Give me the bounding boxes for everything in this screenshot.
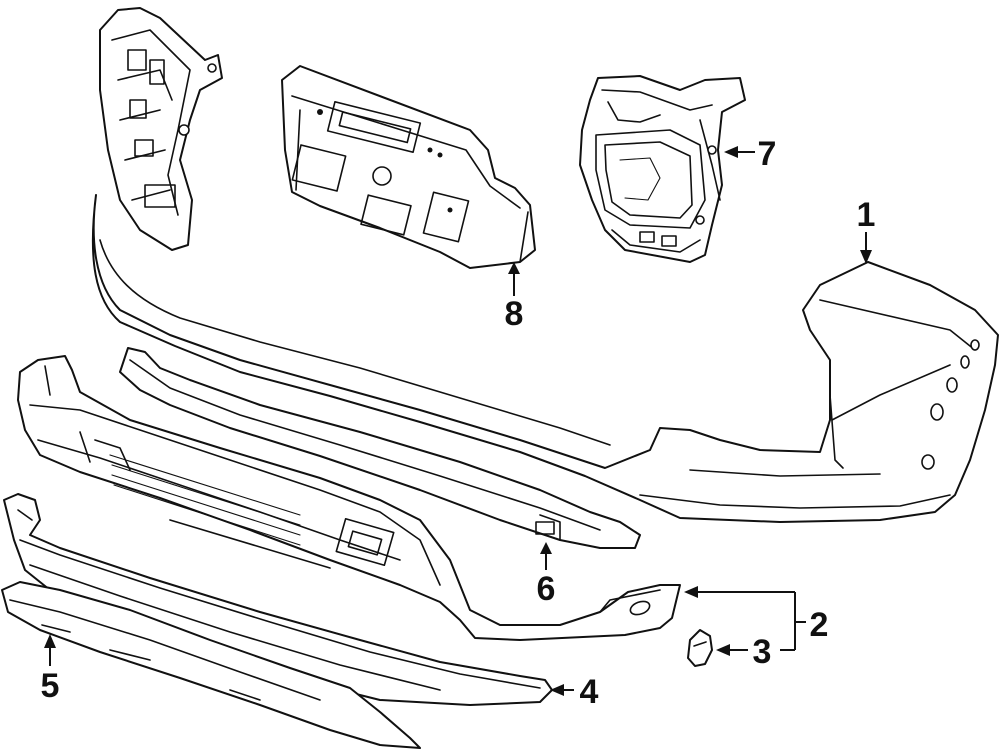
callout-2: 2 bbox=[810, 606, 829, 644]
callout-1: 1 bbox=[857, 196, 876, 234]
callout-4: 4 bbox=[580, 673, 599, 711]
energy-absorber-part bbox=[119, 347, 641, 549]
callout-5: 5 bbox=[41, 667, 60, 705]
callout-6: 6 bbox=[537, 570, 556, 608]
left-bumper-bracket bbox=[99, 7, 223, 251]
callout-7: 7 bbox=[758, 135, 777, 173]
callout-8: 8 bbox=[505, 295, 524, 333]
fog-lamp-bracket-part bbox=[579, 75, 746, 263]
callout-3: 3 bbox=[753, 633, 772, 671]
license-plate-bracket-part bbox=[281, 65, 536, 269]
callout-leaders bbox=[44, 146, 872, 696]
skid-plate-part bbox=[1, 581, 421, 749]
lower-valance-part bbox=[17, 355, 681, 641]
bumper-cover-part bbox=[91, 194, 999, 523]
tow-hook-cap-part bbox=[687, 629, 713, 667]
